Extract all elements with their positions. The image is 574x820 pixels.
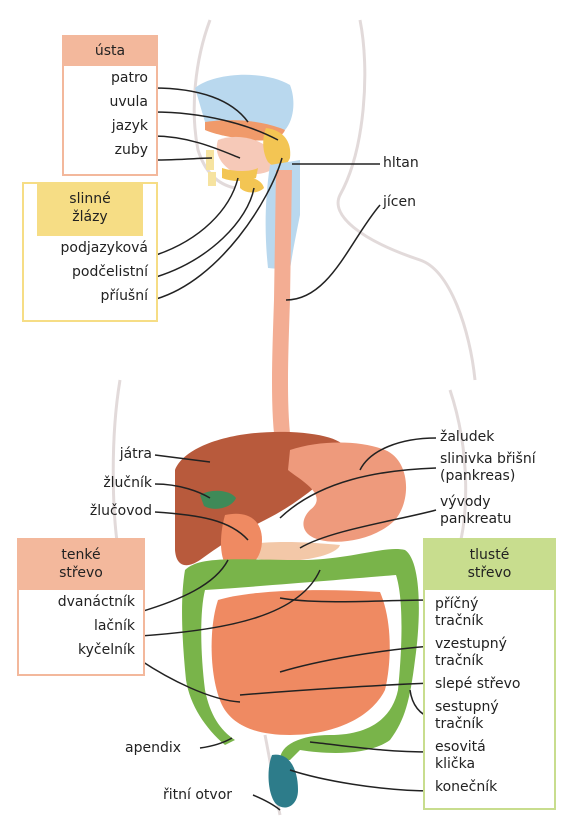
transverse-colon-label: příčný tračník: [435, 596, 484, 629]
teeth-shape: [206, 150, 216, 186]
appendix-label: apendix: [125, 740, 182, 756]
pancreas-shape: [245, 541, 340, 561]
liver-label: játra: [119, 446, 152, 462]
small-intestine-shape: [211, 590, 390, 735]
submandibular-gland-shape: [240, 177, 264, 193]
nasal-cavity-shape: [195, 74, 294, 130]
sublingual-label: podjazyková: [60, 240, 148, 256]
small-intestine-box: tenké střevo dvanáctník lačník kyčelník: [17, 538, 145, 676]
descending-colon-label: sestupný tračník: [435, 699, 499, 732]
salivary-glands-box: slinné žlázy podjazyková podčelistní pří…: [22, 182, 158, 322]
stomach-label: žaludek: [440, 429, 495, 445]
bile-duct-label: žlučovod: [89, 503, 152, 519]
rectum-shape: [268, 754, 298, 808]
cecum-label: slepé střevo: [435, 676, 521, 692]
gallbladder-label: žlučník: [103, 475, 152, 491]
large-intestine-shape: [182, 548, 419, 760]
small-intestine-title: tenké střevo: [19, 540, 143, 590]
large-intestine-box: tlusté střevo příčný tračník vzestupný t…: [423, 538, 556, 810]
pharynx-label: hltan: [383, 155, 419, 171]
pancreatic-ducts-label: vývody pankreatu: [440, 494, 512, 527]
rectum-label: konečník: [435, 779, 498, 795]
salivary-glands-title: slinné žlázy: [37, 184, 143, 236]
tongue-label: jazyk: [111, 118, 148, 134]
gallbladder-shape: [200, 490, 236, 509]
mouth-title: ústa: [64, 37, 156, 66]
parotid-gland-shape: [263, 128, 291, 167]
palate-label: patro: [111, 70, 148, 86]
ileum-label: kyčelník: [78, 642, 135, 658]
anus-label: řitní otvor: [163, 787, 233, 803]
parotid-label: příušní: [100, 288, 148, 304]
mouth-box: ústa patro uvula jazyk zuby: [62, 35, 158, 176]
uvula-label: uvula: [109, 94, 149, 110]
sigmoid-colon-label: esovitá klička: [435, 739, 486, 772]
pancreas-label: slinivka břišní (pankreas): [440, 451, 536, 484]
leader-lines: [139, 87, 437, 811]
esophagus-shape: [272, 170, 292, 450]
duodenum-label: dvanáctník: [57, 594, 135, 610]
submandibular-label: podčelistní: [72, 264, 148, 280]
teeth-label: zuby: [114, 142, 148, 158]
ascending-colon-label: vzestupný tračník: [435, 636, 507, 669]
esophagus-label: jícen: [383, 194, 416, 210]
stomach-shape: [288, 442, 407, 542]
jejunum-label: lačník: [93, 618, 135, 634]
large-intestine-title: tlusté střevo: [425, 540, 554, 590]
